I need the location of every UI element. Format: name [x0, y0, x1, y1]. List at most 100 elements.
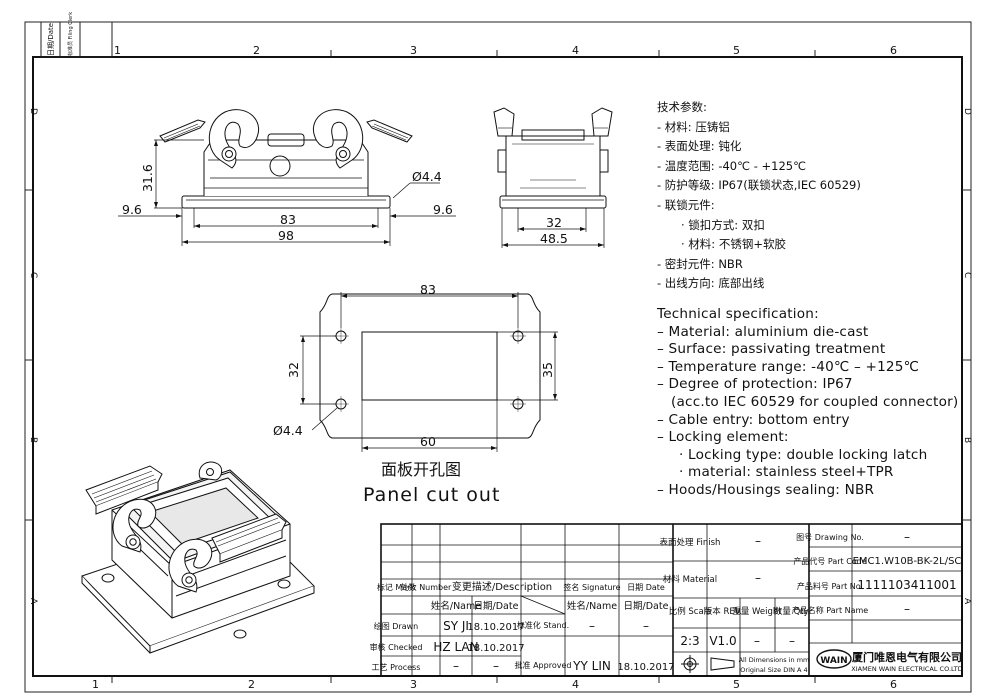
- wain-logo-icon: WAIN: [816, 649, 852, 669]
- panel-title-en: Panel cut out: [363, 484, 500, 506]
- col-name-header: 姓名/Name: [431, 600, 481, 612]
- weight-label: 重量 Weight: [732, 606, 782, 617]
- panel-dim-left-32: 32: [286, 362, 301, 378]
- rev-label: 版本 REV.: [704, 606, 742, 617]
- rev-signature-label: 签名 Signature: [563, 582, 620, 592]
- dim-height-31.6: 31.6: [140, 164, 155, 192]
- finish-label: 表面处理 Finish: [660, 537, 721, 548]
- process-label: 工艺 Process: [372, 663, 421, 672]
- spec-cn-temperature: - 温度范围: -40℃ - +125℃: [657, 158, 806, 173]
- dim-hole-dia: Ø4.4: [412, 169, 442, 184]
- spec-cn-seal: - 密封元件: NBR: [657, 256, 743, 271]
- part-no-value: 1111103411001: [857, 578, 956, 592]
- spec-en-protection: – Degree of protection: IP67: [657, 376, 853, 393]
- col-label-1: 1: [114, 44, 121, 57]
- spec-english: Technical specification: – Material: alu…: [657, 306, 958, 500]
- spec-cn-heading: 技术参数:: [657, 100, 707, 114]
- logo-text: WAIN: [820, 656, 847, 666]
- company-name-cn: 厦门唯恩电气有限公司: [852, 650, 962, 664]
- col-label-1-bottom: 1: [92, 678, 99, 691]
- row-label-A: A: [28, 598, 38, 605]
- rev-desc-label: 变更描述/Description: [452, 580, 552, 593]
- panel-dim-hole: Ø4.4: [273, 423, 303, 438]
- qty-value: –: [789, 634, 795, 648]
- panel-cutout-dimensions: [300, 292, 558, 452]
- process-date: –: [493, 659, 499, 673]
- drawing-no-value: –: [904, 530, 910, 544]
- checked-date: 18.10.2017: [467, 643, 524, 654]
- rev-number-label: 处数 Number: [401, 582, 452, 592]
- projection-symbol-icon: [681, 655, 735, 673]
- col-label-6: 6: [890, 44, 897, 57]
- spec-cn-locking-material: · 材料: 不锈钢+软胶: [681, 237, 786, 252]
- col-label-4-bottom: 4: [572, 678, 579, 691]
- spec-en-heading: Technical specification:: [657, 306, 819, 322]
- rev-date-label: 日期 Date: [627, 583, 665, 592]
- material-value: –: [755, 571, 761, 585]
- dim-inner-32: 32: [546, 215, 562, 230]
- row-label-B-right: B: [962, 437, 972, 443]
- row-label-C-right: C: [962, 272, 972, 278]
- corner-label-clerk: 标准员 Filing Clerk: [67, 12, 74, 56]
- dim-outer-48.5: 48.5: [540, 231, 568, 246]
- standard-label: 标准化 Stand.: [517, 620, 569, 630]
- spec-cn-surface: - 表面处理: 钝化: [657, 139, 742, 154]
- part-code-label: 产品代号 Part Code: [793, 556, 866, 566]
- spec-chinese: 技术参数: - 材料: 压铸铝 - 表面处理: 钝化 - 温度范围: -40℃ …: [657, 98, 861, 294]
- spec-en-protection-note: (acc.to IEC 60529 for coupled connector): [671, 393, 959, 410]
- col-label-5: 5: [733, 44, 740, 57]
- side-view-dimensions: [118, 139, 456, 246]
- row-label-A-right: A: [962, 598, 972, 605]
- col-label-3-bottom: 3: [410, 678, 417, 691]
- panel-cutout-drawing: [319, 293, 541, 439]
- approved-label: 批准 Approved: [515, 660, 572, 670]
- finish-value: –: [755, 534, 761, 548]
- spec-cn-locking-type: · 锁扣方式: 双扣: [681, 217, 765, 232]
- qty-label: 数量 Qty.: [774, 606, 810, 617]
- rev-mark-label: 标记 Mark: [377, 582, 416, 592]
- part-name-value: –: [904, 602, 910, 616]
- spec-cn-cable: - 出线方向: 底部出线: [657, 276, 765, 291]
- col-label-3: 3: [410, 44, 417, 57]
- end-view-drawing: [493, 107, 613, 209]
- spec-cn-material: - 材料: 压铸铝: [657, 119, 730, 134]
- spec-en-locking-type: · Locking type: double locking latch: [679, 446, 928, 463]
- drawn-date: 18.10.2017: [467, 622, 524, 633]
- spec-en-surface: – Surface: passivating treatment: [657, 341, 886, 358]
- spec-cn-protection: - 防护等级: IP67(联锁状态,IEC 60529): [657, 178, 861, 193]
- standard-name: –: [589, 619, 595, 633]
- outer-frame: [24, 21, 972, 693]
- spec-en-material: – Material: aluminium die-cast: [657, 323, 869, 340]
- scale-value: 2:3: [680, 634, 699, 648]
- col-date-header: 日期/Date: [474, 601, 519, 612]
- col-label-5-bottom: 5: [733, 678, 740, 691]
- scale-label: 比例 Scale: [669, 606, 712, 617]
- part-name-label: 产品名称 Part Name: [792, 605, 869, 615]
- spec-en-locking: – Locking element:: [657, 429, 789, 446]
- col-label-4: 4: [572, 44, 579, 57]
- company-name-en: XIAMEN WAIN ELECTRICAL CO.LTD: [851, 665, 962, 673]
- spec-en-cable: – Cable entry: bottom entry: [657, 411, 850, 428]
- panel-dim-top-83: 83: [420, 282, 436, 297]
- drawing-no-label: 图号 Drawing No.: [796, 533, 864, 542]
- panel-dim-bottom-60: 60: [420, 434, 436, 449]
- checked-label: 审核 Checked: [370, 642, 423, 652]
- side-view-drawing: [159, 109, 413, 209]
- process-name: –: [453, 659, 459, 673]
- part-code-value: EMC1.W10B-BK-2L/SC: [853, 556, 962, 567]
- panel-dim-right-35: 35: [540, 362, 555, 378]
- dim-length-98: 98: [278, 228, 294, 243]
- dim-right-flange: 9.6: [433, 202, 453, 217]
- spec-en-temperature: – Temperature range: -40℃ – +125℃: [657, 358, 920, 375]
- row-label-D-right: D: [962, 108, 972, 115]
- dim-pitch-83: 83: [280, 212, 296, 227]
- spec-en-seal: – Hoods/Housings sealing: NBR: [657, 481, 875, 498]
- col-date-header-2: 日期/Date: [624, 601, 669, 612]
- material-label: 材料 Material: [663, 574, 717, 585]
- approved-name: YY LIN: [572, 659, 611, 673]
- spec-en-locking-material: · material: stainless steel+TPR: [679, 464, 894, 481]
- dim-left-flange: 9.6: [122, 202, 142, 217]
- col-name-header-2: 姓名/Name: [567, 600, 617, 612]
- standard-date: –: [643, 619, 649, 633]
- weight-value: –: [754, 634, 760, 648]
